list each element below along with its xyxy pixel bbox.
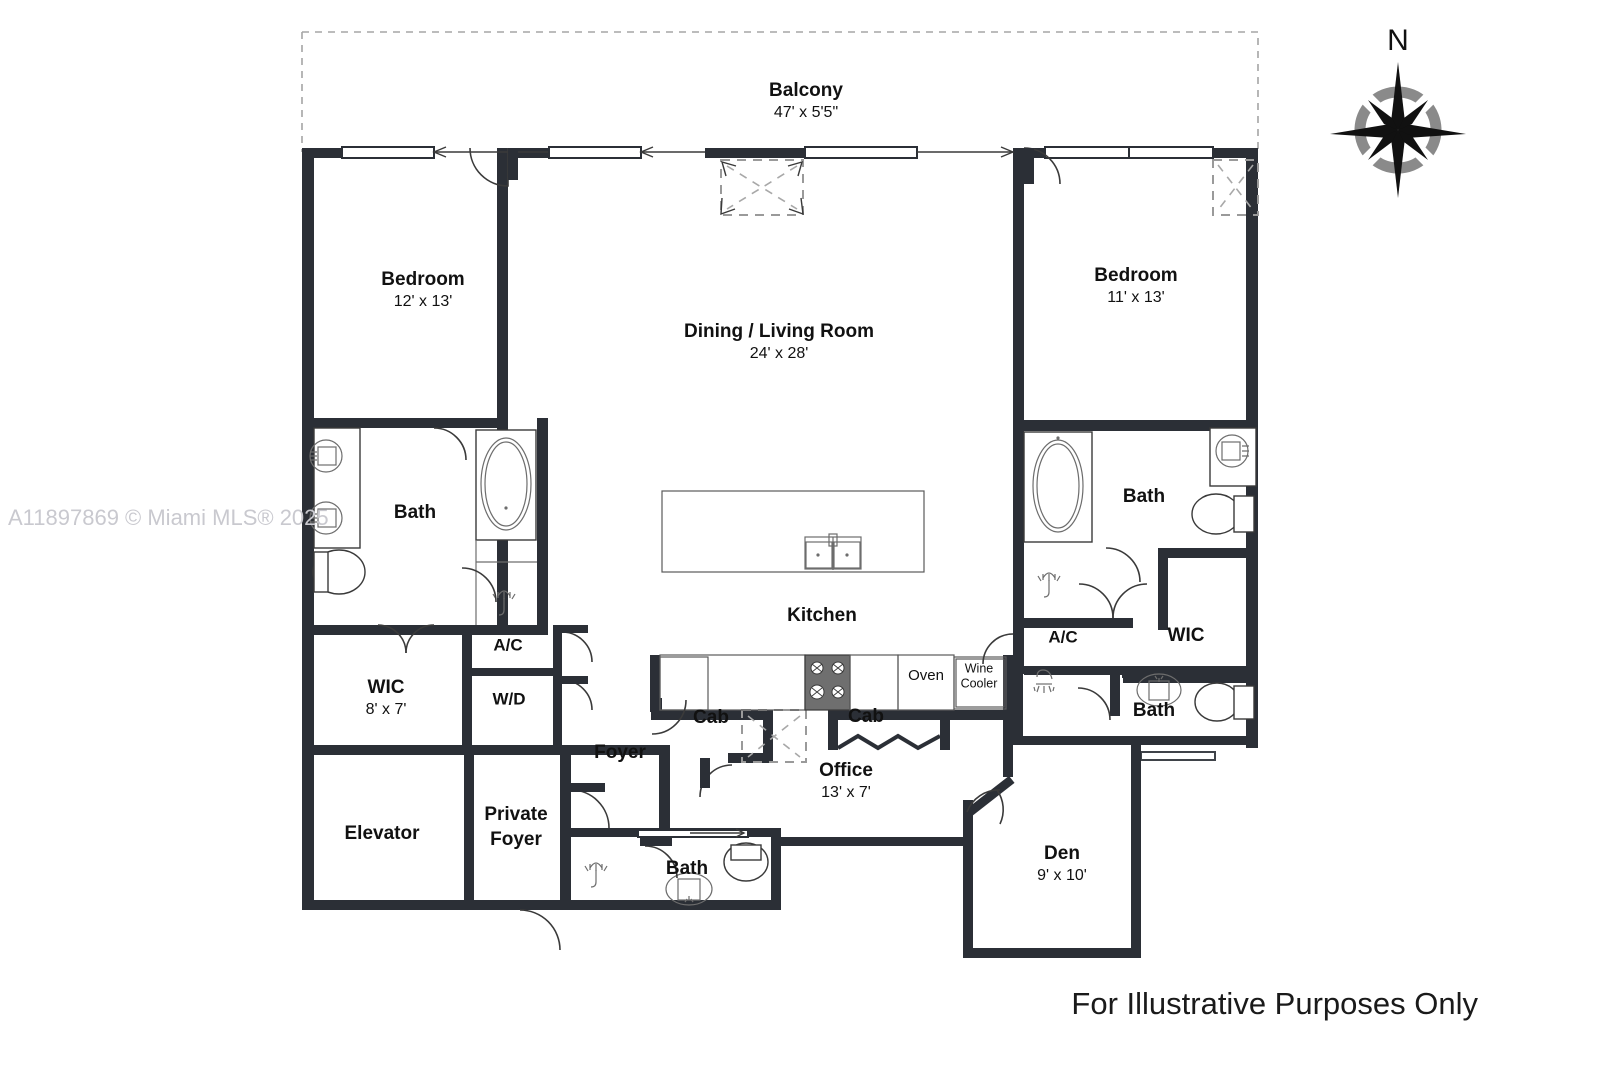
room-label-private-foyer-line2: Foyer xyxy=(490,829,542,850)
door-swings[interactable] xyxy=(377,147,1216,951)
appliance-label-cab-left: Cab xyxy=(693,707,729,728)
shower-icon-powder-bath xyxy=(584,862,608,888)
appliance-label-oven: Oven xyxy=(908,667,944,684)
wine-cooler-appliance xyxy=(953,656,1007,710)
sliding-glass-doors[interactable] xyxy=(341,146,1214,159)
pocket-door-powder[interactable] xyxy=(637,828,749,838)
kitchen-island xyxy=(661,490,925,573)
room-dim-den: 9' x 10' xyxy=(1037,867,1087,884)
balcony-outline xyxy=(301,31,1259,152)
walls-group xyxy=(302,148,1258,958)
room-dim-wic-left: 8' x 7' xyxy=(366,701,407,718)
cabinet-detail-lines xyxy=(836,733,941,751)
room-label-bedroom-right: Bedroom xyxy=(1094,265,1177,286)
powder-bath-fixtures xyxy=(584,842,769,906)
room-label-foyer: Foyer xyxy=(594,742,646,763)
room-label-elevator: Elevator xyxy=(345,823,421,844)
mls-watermark: A11897869 © Miami MLS® 2025 xyxy=(8,505,329,530)
room-label-bath-den: Bath xyxy=(1133,700,1175,721)
room-label-wd: W/D xyxy=(492,689,525,708)
room-label-wic-left: WIC xyxy=(368,677,405,698)
kitchen-counter-run xyxy=(659,654,1007,711)
compass-north-label: N xyxy=(1387,24,1409,57)
room-dim-office: 13' x 7' xyxy=(821,784,871,801)
room-label-bath-powder: Bath xyxy=(666,858,708,879)
shower-icon-left-bath xyxy=(492,590,516,616)
room-dim-balcony: 47' x 5'5" xyxy=(774,104,838,121)
left-bath-fixtures xyxy=(309,427,537,625)
room-label-wic-right: WIC xyxy=(1168,625,1205,646)
room-labels: Balcony 47' x 5'5" Bedroom 12' x 13' Bed… xyxy=(345,80,1205,884)
room-label-kitchen: Kitchen xyxy=(787,605,857,626)
room-label-dining-living: Dining / Living Room xyxy=(684,321,874,342)
appliance-label-cab-right: Cab xyxy=(848,706,884,727)
right-bath-fixtures xyxy=(1023,427,1257,598)
appliance-labels: Oven Wine Cooler Cab Cab xyxy=(693,661,997,728)
room-label-ac-right: A/C xyxy=(1048,627,1077,646)
compass-rose: N xyxy=(1330,24,1466,198)
room-label-den: Den xyxy=(1044,843,1080,864)
room-label-ac-left: A/C xyxy=(493,635,522,654)
appliance-label-wine-cooler-line2: Cooler xyxy=(961,676,998,690)
shower-icon-right-bath xyxy=(1037,572,1061,598)
room-dim-bedroom-right: 11' x 13' xyxy=(1107,289,1164,306)
room-dim-dining-living: 24' x 28' xyxy=(750,345,809,362)
appliance-label-wine-cooler-line1: Wine xyxy=(965,661,994,675)
room-label-office: Office xyxy=(819,760,873,781)
room-label-bath-left: Bath xyxy=(394,502,436,523)
illustrative-purposes-note: For Illustrative Purposes Only xyxy=(1071,986,1478,1021)
room-label-private-foyer-line1: Private xyxy=(484,804,547,825)
room-label-balcony: Balcony xyxy=(769,80,843,101)
shower-icon-den-bath xyxy=(1033,669,1055,693)
room-label-bath-right: Bath xyxy=(1123,486,1165,507)
den-bath-fixtures xyxy=(1033,669,1255,722)
cooktop-icon xyxy=(804,654,851,711)
room-dim-bedroom-left: 12' x 13' xyxy=(394,293,453,310)
room-label-bedroom-left: Bedroom xyxy=(381,269,464,290)
